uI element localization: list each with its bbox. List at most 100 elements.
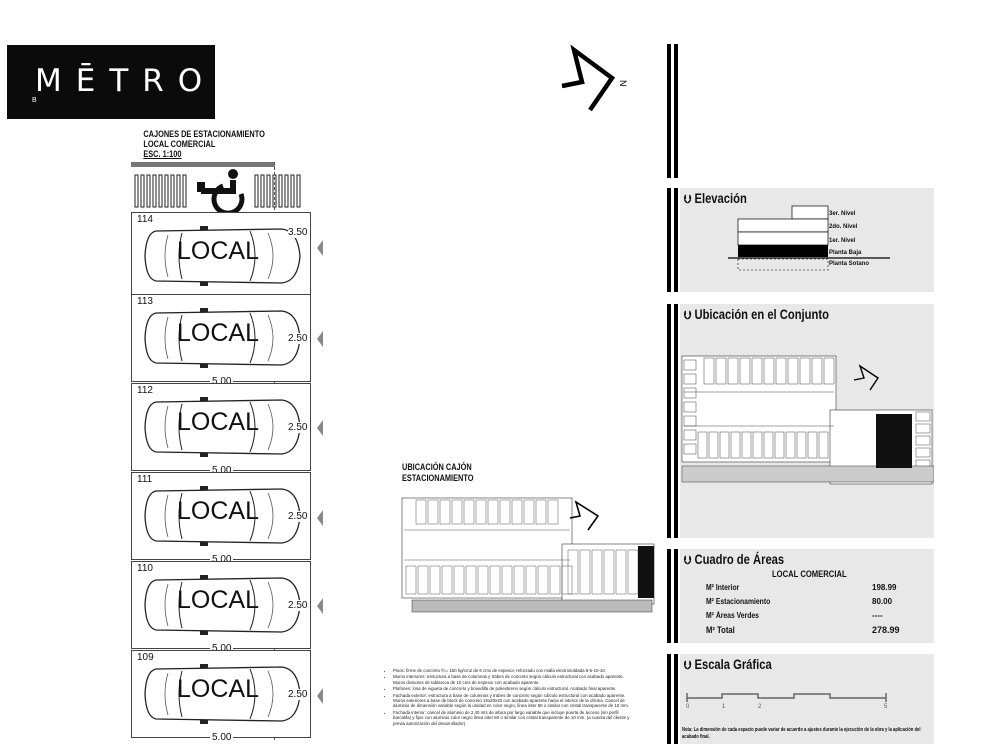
slot-depth: 2.50: [288, 511, 308, 522]
note-item: Pisos: firme de concreto f'c= 150 kg/cm2…: [393, 668, 637, 673]
level-label: 3er. Nivel: [829, 211, 856, 217]
logo-text: MĒTRO: [35, 63, 217, 99]
chevron-down-icon: ⮋: [684, 192, 692, 206]
scale-tick: 5: [884, 704, 888, 710]
note-item: Fachada exterior: estructura a base de c…: [393, 693, 637, 709]
areas-label: M² Áreas Verdes: [706, 611, 759, 620]
ubicacion-cajon-title-line: UBICACIÓN CAJÓN: [402, 462, 472, 472]
divider-bar: [667, 44, 671, 178]
note-item: Fachada interior: cancel de aluminio de …: [393, 710, 637, 726]
chevron-down-icon: ⮋: [684, 308, 692, 322]
areas-table: M² Interior 198.99 M² Estacionamiento 80.00…: [706, 583, 906, 639]
car-icon: [144, 486, 301, 546]
parking-top-strip: [131, 162, 275, 167]
slot-label: LOCAL: [177, 497, 259, 525]
divider-bar: [674, 304, 678, 538]
parking-title-line: CAJONES DE ESTACIONAMIENTO: [143, 129, 265, 139]
areas-label: M² Interior: [706, 583, 740, 592]
elevacion-heading: ⮋Elevación: [684, 190, 747, 207]
dimension-arrow-icon: [317, 598, 323, 614]
slot-label: LOCAL: [177, 675, 259, 703]
slot-width: 5.00: [210, 643, 234, 654]
slot-number: 111: [137, 474, 153, 485]
parking-title-line: ESC. 1:100: [143, 149, 182, 159]
cuadro-areas-panel: ⮋Cuadro de Áreas LOCAL COMERCIAL M² Inte…: [680, 549, 934, 643]
cuadro-subtitle: LOCAL COMERCIAL: [772, 569, 847, 579]
scale-note: Nota: La dimensión de cada espacio puede…: [682, 727, 921, 740]
areas-label: M² Estacionamiento: [706, 597, 771, 606]
slot-label: LOCAL: [177, 408, 259, 436]
divider-bar: [667, 304, 671, 538]
scale-ticks: 0 1 2 5: [684, 704, 894, 714]
ubicacion-conjunto-title: Ubicación en el Conjunto: [694, 306, 829, 322]
ubicacion-conjunto-panel: ⮋Ubicación en el Conjunto: [680, 304, 934, 538]
slot-number: 110: [137, 563, 153, 574]
dimension-arrow-icon: [317, 240, 323, 256]
car-icon: [144, 664, 301, 724]
site-plan-small: [401, 497, 655, 613]
elevacion-panel: ⮋Elevación 3er. Nivel 2do. Nivel 1er. Ni…: [680, 188, 934, 292]
cuadro-heading: ⮋Cuadro de Áreas: [684, 551, 784, 568]
site-plan-large: [681, 355, 934, 485]
escala-title: Escala Gráfica: [694, 656, 772, 672]
divider-bar: [667, 549, 671, 643]
divider-bar: [674, 188, 678, 292]
accessible-area: [134, 174, 301, 208]
north-arrow-icon: N: [561, 44, 628, 112]
elevation-levels: 3er. Nivel 2do. Nivel 1er. Nivel Planta …: [829, 208, 869, 270]
areas-value: ----: [872, 611, 883, 620]
areas-value: 80.00: [872, 597, 893, 606]
slot-depth: 2.50: [288, 333, 308, 344]
dimension-arrow-icon: [317, 688, 323, 704]
slot-label: LOCAL: [177, 319, 259, 347]
areas-row: M² Áreas Verdes ----: [706, 611, 906, 625]
slot-width: 5.00: [210, 376, 234, 387]
elevacion-title: Elevación: [694, 190, 747, 206]
slot-depth: 2.50: [288, 689, 308, 700]
scale-tick: 0: [686, 704, 690, 710]
logo-small-letter: B: [32, 97, 37, 104]
metro-logo: MĒTRO B: [7, 45, 215, 119]
slot-number: 113: [137, 296, 153, 307]
slot-number: 109: [137, 652, 154, 663]
escala-panel: ⮋Escala Gráfica 0 1 2 5 Nota: La dimensi…: [680, 654, 934, 744]
scale-tick: 2: [758, 704, 762, 710]
construction-notes: Pisos: firme de concreto f'c= 150 kg/cm2…: [387, 668, 637, 727]
cuadro-title: Cuadro de Áreas: [694, 551, 785, 567]
car-icon: [144, 308, 301, 368]
areas-row: M² Interior 198.99: [706, 583, 906, 597]
wheelchair-icon: [197, 169, 245, 212]
slot-label: LOCAL: [177, 586, 259, 614]
areas-value: 278.99: [872, 625, 900, 635]
elevation-diagram: [728, 205, 890, 271]
level-label: Planta Sotano: [829, 260, 870, 267]
areas-value: 198.99: [872, 583, 897, 592]
slot-depth: 3.50: [288, 227, 308, 238]
slot-depth: 2.50: [288, 422, 308, 433]
divider-bar: [667, 654, 671, 744]
escala-heading: ⮋Escala Gráfica: [684, 656, 772, 673]
slot-number: 114: [137, 214, 153, 225]
slot-depth: 2.50: [288, 600, 308, 611]
car-icon: [144, 226, 301, 286]
slot-width: 5.00: [210, 732, 234, 743]
ubicacion-cajon-title-line: ESTACIONAMIENTO: [402, 473, 474, 483]
level-label: Planta Baja: [829, 249, 862, 256]
slot-width: 5.00: [210, 554, 234, 565]
slot-width: 5.00: [210, 465, 234, 476]
ubicacion-cajon-title: UBICACIÓN CAJÓN ESTACIONAMIENTO: [402, 462, 473, 484]
ubicacion-conjunto-heading: ⮋Ubicación en el Conjunto: [684, 306, 829, 323]
parking-plan: 114LOCAL3.505.00113LOCAL2.505.00112LOCAL…: [131, 162, 311, 743]
level-label: 1er. Nivel: [829, 237, 856, 244]
dimension-arrow-icon: [317, 420, 323, 436]
divider-bar: [667, 188, 671, 292]
divider-bar: [674, 654, 678, 744]
graphic-scale-bar: [686, 693, 887, 702]
